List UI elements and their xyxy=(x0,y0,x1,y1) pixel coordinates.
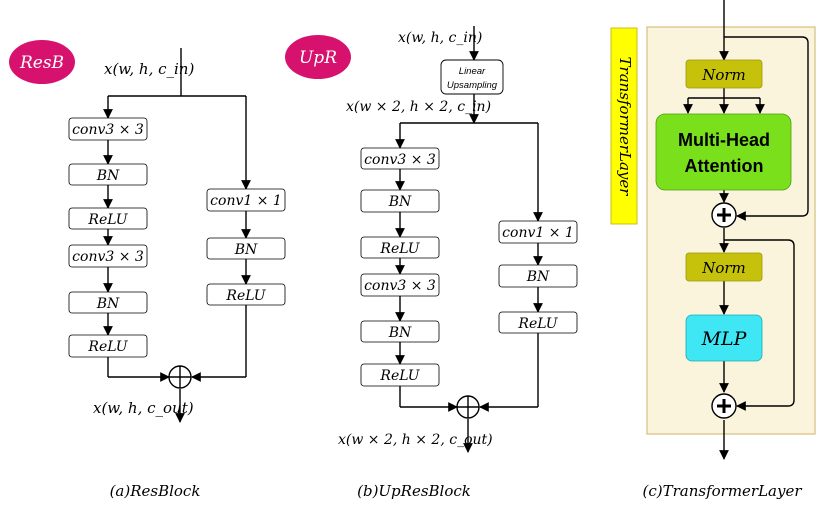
svg-text:Linear: Linear xyxy=(459,66,486,77)
upresblock-relu-2: ReLU xyxy=(360,363,440,387)
resblock-output-label: x(w, h, c_out) xyxy=(93,399,194,417)
transformer-panel xyxy=(646,26,816,435)
resblock-skip-relu: ReLU xyxy=(206,283,286,306)
resblock-badge xyxy=(9,40,75,84)
transformer-vertical-label-bg xyxy=(610,27,638,225)
upresblock-upsampled-label: x(w × 2, h × 2, c_in) xyxy=(346,99,491,115)
transformer-diagram: TransformerLayer xyxy=(610,0,816,500)
resblock-conv1: conv1 × 1 xyxy=(206,188,286,212)
svg-text:BN: BN xyxy=(388,194,412,210)
upresblock-relu-1: ReLU xyxy=(360,236,440,259)
upresblock-caption: (b)UpResBlock xyxy=(357,482,471,500)
svg-text:ReLU: ReLU xyxy=(379,241,420,257)
upresblock-output-label: x(w × 2, h × 2, c_out) xyxy=(338,432,493,448)
transformer-add-node-2 xyxy=(711,393,737,419)
resblock-bn-2: BN xyxy=(68,291,148,314)
svg-text:BN: BN xyxy=(96,168,120,184)
svg-text:conv3 × 3: conv3 × 3 xyxy=(364,278,436,294)
upresblock-conv1: conv1 × 1 xyxy=(498,220,578,244)
resblock-badge-label: ResB xyxy=(19,53,64,73)
transformer-add-node-1 xyxy=(711,202,737,228)
resblock-bn-1: BN xyxy=(68,163,148,186)
resblock-conv3-2: conv3 × 3 xyxy=(68,244,148,268)
svg-text:MLP: MLP xyxy=(701,328,748,350)
transformer-vertical-label: TransformerLayer xyxy=(616,57,634,197)
resblock-relu-2: ReLU xyxy=(68,334,148,358)
mlp-block: MLP xyxy=(685,314,763,362)
svg-text:BN: BN xyxy=(526,269,550,285)
upresblock-diagram: UpR x(w, h, c_in) Linear xyxy=(285,26,578,500)
svg-text:Multi-Head: Multi-Head xyxy=(678,130,770,150)
svg-text:conv3 × 3: conv3 × 3 xyxy=(72,249,144,265)
upresblock-skip-bn: BN xyxy=(498,264,578,288)
svg-text:conv1 × 1: conv1 × 1 xyxy=(210,193,282,209)
upresblock-conv3-1: conv3 × 3 xyxy=(360,147,440,170)
resblock-skip-bn: BN xyxy=(206,237,286,260)
upresblock-badge-label: UpR xyxy=(299,48,337,68)
upresblock-bn-1: BN xyxy=(360,189,440,213)
svg-text:Upsampling: Upsampling xyxy=(447,80,498,91)
svg-text:Norm: Norm xyxy=(701,259,746,277)
resblock-conv3-1: conv3 × 3 xyxy=(68,117,148,141)
linear-upsampling-box: Linear Upsampling xyxy=(440,59,504,95)
svg-text:BN: BN xyxy=(96,296,120,312)
upresblock-input-label: x(w, h, c_in) xyxy=(398,30,482,46)
resblock-input-label: x(w, h, c_in) xyxy=(104,60,194,78)
svg-text:ReLU: ReLU xyxy=(87,212,128,228)
resblock-caption: (a)ResBlock xyxy=(110,482,201,500)
resblock-diagram: ResB x(w, h, c_in) conv3 × 3 xyxy=(9,40,286,500)
svg-text:ReLU: ReLU xyxy=(87,339,128,355)
svg-text:BN: BN xyxy=(234,242,258,258)
transformer-norm-2: Norm xyxy=(685,252,763,282)
upresblock-skip-relu: ReLU xyxy=(498,311,578,334)
resblock-relu-1: ReLU xyxy=(68,207,148,230)
upresblock-conv3-2: conv3 × 3 xyxy=(360,273,440,297)
multi-head-attention-block: Multi-Head Attention xyxy=(655,113,792,191)
svg-text:ReLU: ReLU xyxy=(379,368,420,384)
svg-text:Norm: Norm xyxy=(701,66,746,84)
transformer-norm-1: Norm xyxy=(685,59,763,89)
transformer-caption: (c)TransformerLayer xyxy=(642,482,802,500)
svg-text:Attention: Attention xyxy=(685,156,764,176)
svg-text:ReLU: ReLU xyxy=(225,288,266,304)
svg-text:conv1 × 1: conv1 × 1 xyxy=(502,225,574,241)
svg-text:BN: BN xyxy=(388,325,412,341)
upresblock-bn-2: BN xyxy=(360,320,440,343)
upresblock-badge xyxy=(285,35,351,79)
svg-text:conv3 × 3: conv3 × 3 xyxy=(364,152,436,168)
svg-text:conv3 × 3: conv3 × 3 xyxy=(72,122,144,138)
svg-text:ReLU: ReLU xyxy=(517,316,558,332)
